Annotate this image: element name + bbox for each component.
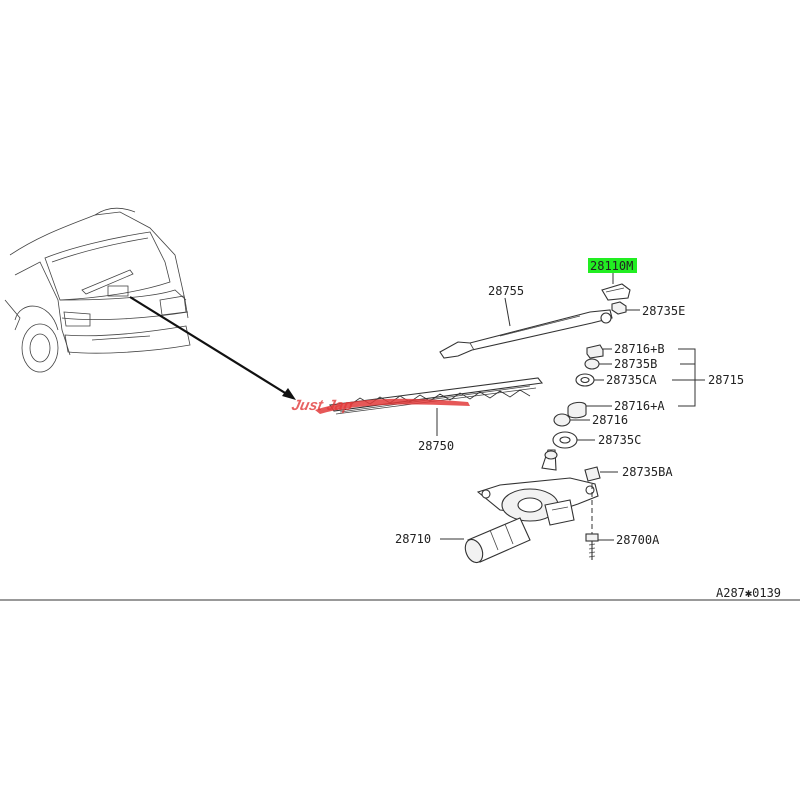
car-rear-illustration bbox=[4, 207, 191, 373]
watermark-logo: Just Jap bbox=[290, 397, 470, 414]
bolt-28700A bbox=[585, 533, 614, 560]
label-28710: 28710 bbox=[395, 532, 431, 546]
label-28700A: 28700A bbox=[616, 533, 660, 547]
label-28110M: 28110M bbox=[590, 259, 633, 273]
label-28735BA: 28735BA bbox=[622, 465, 673, 479]
diagram-code: A287✱0139 bbox=[716, 586, 781, 600]
label-28716A: 28716+A bbox=[614, 399, 665, 413]
highlight-28110M bbox=[588, 258, 637, 273]
label-28735E: 28735E bbox=[642, 304, 685, 318]
label-28755: 28755 bbox=[488, 284, 524, 298]
label-28750: 28750 bbox=[418, 439, 454, 453]
wiper-arm-28755 bbox=[439, 297, 613, 359]
watermark-text: Just Jap bbox=[290, 397, 354, 414]
label-28716: 28716 bbox=[592, 413, 628, 427]
pointer-arrow bbox=[129, 296, 296, 400]
wiper-motor-28710 bbox=[440, 449, 599, 564]
bracket-28715 bbox=[672, 348, 705, 407]
label-28715: 28715 bbox=[708, 373, 744, 387]
wiper-arm-cap-28110M bbox=[601, 272, 631, 301]
label-28735C: 28735C bbox=[598, 433, 641, 447]
nut-28735E bbox=[611, 301, 640, 315]
label-28735B: 28735B bbox=[614, 357, 657, 371]
wiper-blade-28750 bbox=[329, 377, 544, 436]
pivot-parts-stack bbox=[552, 344, 612, 449]
label-28735CA: 28735CA bbox=[606, 373, 657, 387]
clip-28735BA bbox=[584, 466, 618, 534]
label-28716B: 28716+B bbox=[614, 342, 665, 356]
